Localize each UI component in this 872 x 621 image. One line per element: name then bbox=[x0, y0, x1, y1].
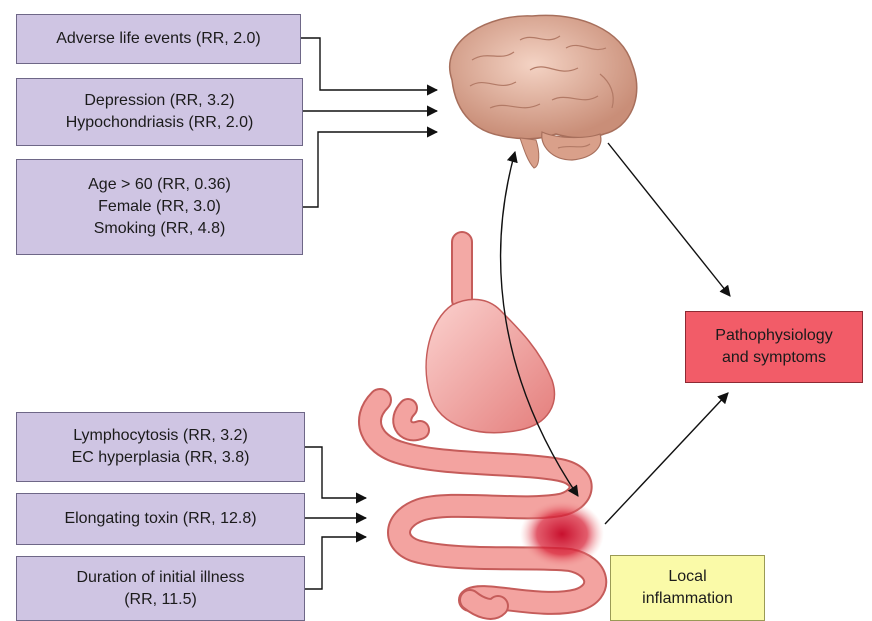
brain-illustration bbox=[450, 15, 637, 168]
factor-text: Lymphocytosis (RR, 3.2) bbox=[73, 425, 248, 447]
factor-text: Depression (RR, 3.2) bbox=[84, 90, 234, 112]
pathophysiology-box: Pathophysiology and symptoms bbox=[685, 311, 863, 383]
factor-box-lymphocytosis: Lymphocytosis (RR, 3.2) EC hyperplasia (… bbox=[16, 412, 305, 482]
factor-text: EC hyperplasia (RR, 3.8) bbox=[72, 447, 250, 469]
factor-text: (RR, 11.5) bbox=[124, 589, 197, 611]
factor-text: Adverse life events (RR, 2.0) bbox=[56, 28, 261, 50]
factor-text: Elongating toxin (RR, 12.8) bbox=[64, 508, 256, 530]
brain-to-symptoms-arrow bbox=[608, 143, 730, 296]
factor-text: Age > 60 (RR, 0.36) bbox=[88, 174, 231, 196]
bottom-connectors bbox=[305, 447, 366, 589]
top-connectors bbox=[301, 38, 437, 207]
gut-to-symptoms-arrow bbox=[605, 393, 728, 524]
factor-text: Smoking (RR, 4.8) bbox=[94, 218, 226, 240]
factor-text: Hypochondriasis (RR, 2.0) bbox=[66, 112, 254, 134]
outcome-text: Pathophysiology bbox=[715, 325, 832, 347]
gut-illustration bbox=[370, 242, 604, 609]
inflammation-text: inflammation bbox=[642, 588, 733, 610]
outcome-text: and symptoms bbox=[722, 347, 826, 369]
inflammation-text: Local bbox=[668, 566, 706, 588]
factor-box-adverse-life-events: Adverse life events (RR, 2.0) bbox=[16, 14, 301, 64]
factor-box-illness-duration: Duration of initial illness (RR, 11.5) bbox=[16, 556, 305, 621]
factor-box-elongating-toxin: Elongating toxin (RR, 12.8) bbox=[16, 493, 305, 545]
factor-box-demographics: Age > 60 (RR, 0.36) Female (RR, 3.0) Smo… bbox=[16, 159, 303, 255]
inflammation-spot bbox=[520, 500, 604, 568]
factor-text: Female (RR, 3.0) bbox=[98, 196, 221, 218]
factor-box-depression: Depression (RR, 3.2) Hypochondriasis (RR… bbox=[16, 78, 303, 146]
local-inflammation-box: Local inflammation bbox=[610, 555, 765, 621]
factor-text: Duration of initial illness bbox=[76, 567, 244, 589]
